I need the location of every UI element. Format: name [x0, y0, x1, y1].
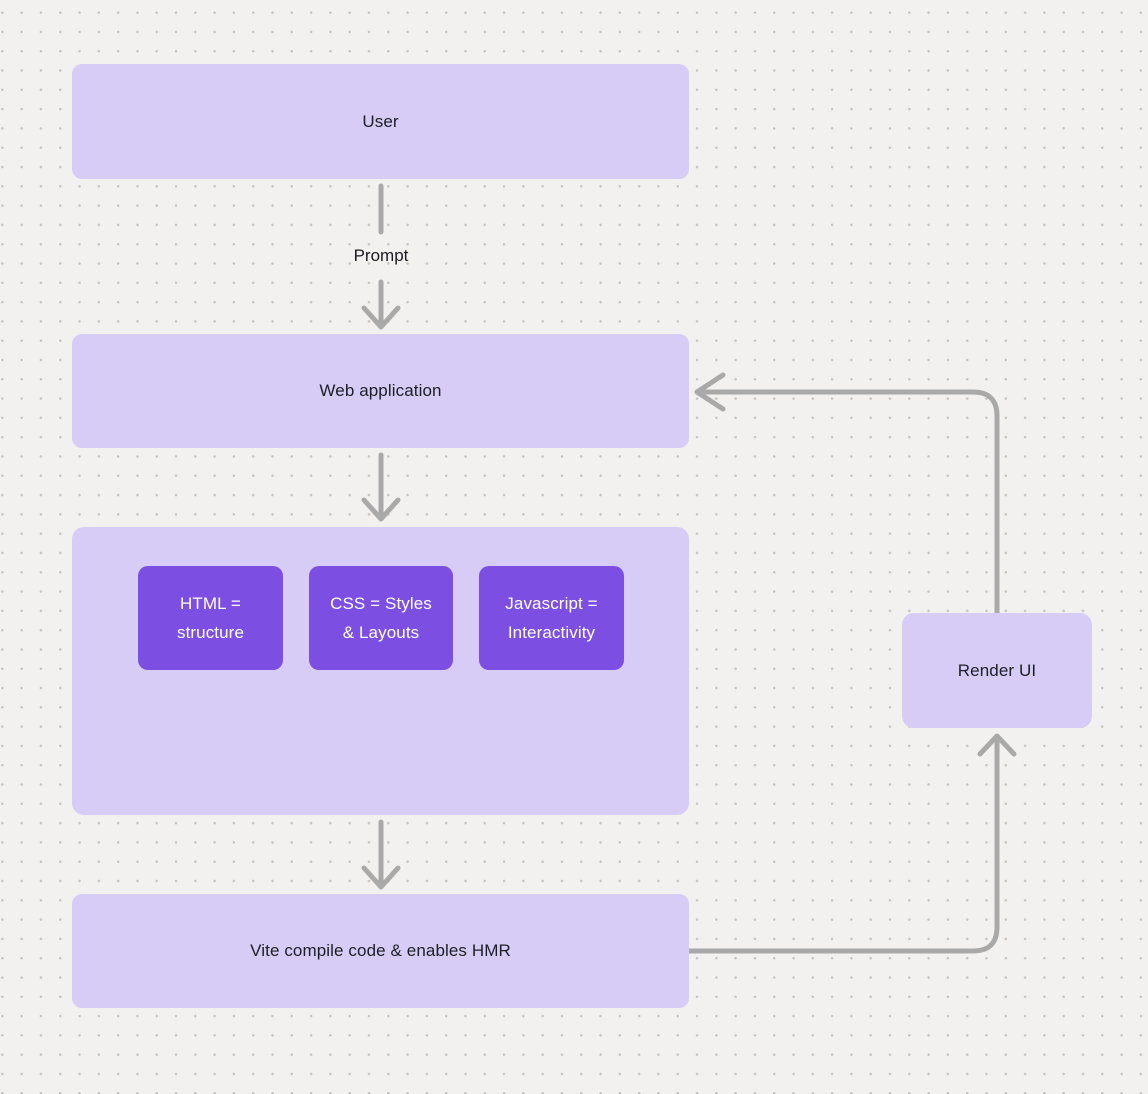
chip-html-line1: HTML = [180, 594, 241, 613]
node-user[interactable]: User [72, 64, 689, 179]
node-render-ui[interactable]: Render UI [902, 613, 1092, 728]
connector-vite-to-render [686, 737, 1000, 954]
group-react-components[interactable]: HTML = structure CSS = Styles & Layouts … [72, 527, 689, 815]
arrowhead-left-icon [694, 372, 726, 412]
node-vite-label: Vite compile code & enables HMR [250, 941, 511, 960]
chip-javascript-line1: Javascript = [505, 594, 598, 613]
node-vite[interactable]: Vite compile code & enables HMR [72, 894, 689, 1008]
node-web-application-label: Web application [319, 381, 442, 400]
arrowhead-down-icon [361, 497, 401, 522]
arrowhead-down-icon [361, 865, 401, 890]
chip-css[interactable]: CSS = Styles & Layouts [309, 566, 453, 670]
node-user-label: User [362, 111, 399, 131]
node-web-application[interactable]: Web application [72, 334, 689, 448]
connector-render-to-web [699, 389, 1000, 616]
chip-javascript[interactable]: Javascript = Interactivity [479, 566, 624, 670]
arrowhead-up-icon [977, 733, 1017, 757]
edge-label-prompt: Prompt [353, 246, 409, 265]
chip-css-line2: & Layouts [342, 623, 420, 642]
node-render-ui-label: Render UI [957, 660, 1037, 680]
chip-html[interactable]: HTML = structure [138, 566, 283, 670]
chip-javascript-line2: Interactivity [507, 623, 596, 642]
chip-row: HTML = structure CSS = Styles & Layouts … [138, 566, 624, 670]
chip-html-line2: structure [176, 623, 245, 642]
chip-css-line1: CSS = Styles [330, 594, 432, 613]
arrowhead-down-icon [361, 305, 401, 330]
